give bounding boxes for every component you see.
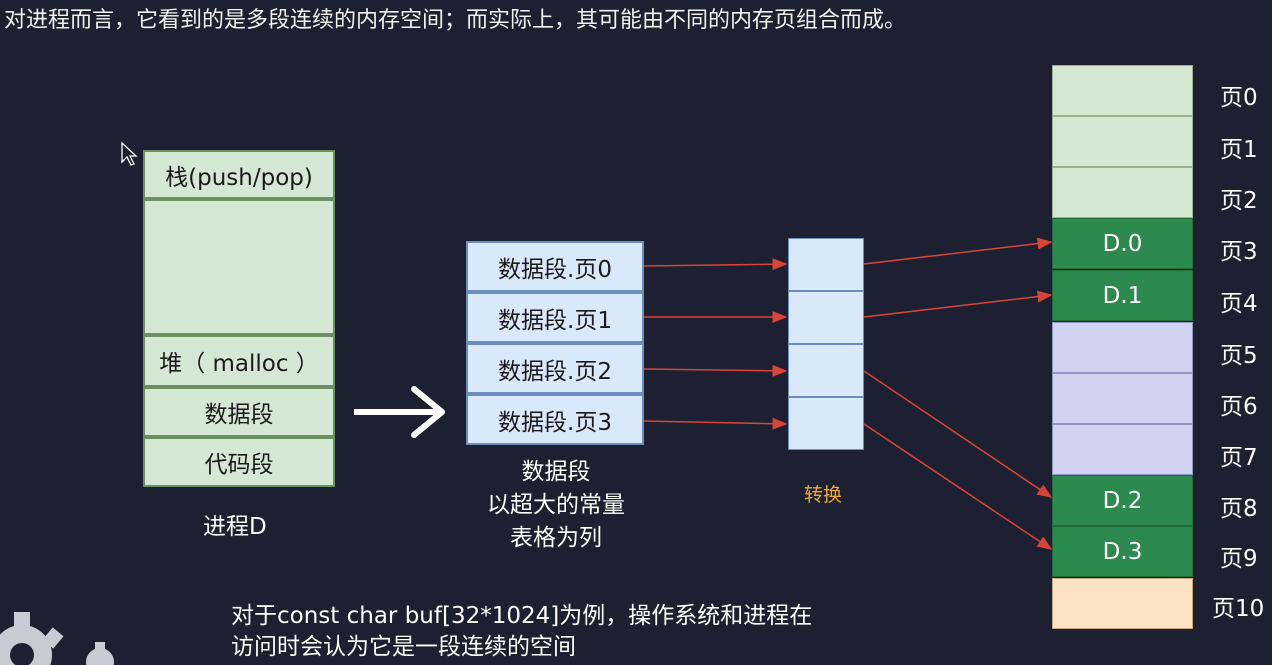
page-label-7: 页7: [1220, 445, 1258, 471]
stack-block: 栈(push/pop): [143, 150, 335, 199]
physical-page-7: [1052, 424, 1193, 475]
physical-page-2: [1052, 167, 1193, 218]
bottom-caption: 对于const char buf[32*1024]为例，操作系统和进程在 访问时…: [231, 601, 812, 663]
page-label-3: 页3: [1220, 239, 1258, 265]
translate-arrow-0: [863, 237, 1053, 265]
physical-page-4: D.1: [1052, 270, 1193, 321]
data-segment-block: 数据段: [143, 387, 335, 437]
physical-page-6: [1052, 373, 1193, 424]
physical-page-8: D.2: [1052, 475, 1193, 526]
page-label-4: 页4: [1220, 291, 1258, 317]
physical-page-1: [1052, 116, 1193, 167]
data-segment-page-3: 数据段.页3: [466, 394, 644, 445]
page-label-0: 页0: [1220, 85, 1258, 111]
process-label: 进程D: [203, 514, 267, 540]
data-segment-caption: 数据段 以超大的常量 表格为列: [466, 456, 646, 555]
translate-arrow-1: [863, 290, 1053, 318]
big-right-arrow-icon: [354, 386, 445, 438]
translate-arrow-3: [863, 423, 1053, 550]
page-label-1: 页1: [1220, 137, 1258, 163]
data-segment-page-2: 数据段.页2: [466, 343, 644, 394]
data-segment-page-1: 数据段.页1: [466, 292, 644, 343]
map-arrow-0: [643, 258, 788, 271]
top-caption: 对进程而言，它看到的是多段连续的内存空间；而实际上，其可能由不同的内存页组合而成…: [4, 8, 907, 33]
page-label-8: 页8: [1220, 496, 1258, 522]
map-arrow-2: [643, 364, 788, 377]
code-segment-block: 代码段: [143, 437, 335, 487]
physical-page-10: [1052, 578, 1193, 629]
data-segment-caption-line: 数据段: [521, 459, 591, 485]
data-segment-caption-line: 表格为列: [510, 525, 602, 551]
map-arrow-3: [643, 417, 788, 430]
conversion-cell: [788, 238, 864, 291]
conversion-cell: [788, 291, 864, 344]
conversion-cell: [788, 397, 864, 450]
page-label-9: 页9: [1220, 546, 1258, 572]
conversion-cell: [788, 344, 864, 397]
physical-page-0: [1052, 65, 1193, 116]
translate-arrow-2: [863, 370, 1053, 498]
bottom-caption-line: 访问时会认为它是一段连续的空间: [231, 634, 576, 660]
free-space-block: [143, 199, 335, 335]
physical-page-3: D.0: [1052, 218, 1193, 269]
page-label-5: 页5: [1220, 343, 1258, 369]
heap-block: 堆（ malloc ）: [143, 335, 335, 387]
data-segment-caption-line: 以超大的常量: [487, 492, 625, 518]
cursor-icon: [121, 141, 138, 166]
data-segment-page-0: 数据段.页0: [466, 241, 644, 292]
page-label-10: 页10: [1212, 596, 1265, 622]
conversion-label: 转换: [804, 484, 843, 506]
bottom-caption-line: 对于const char buf[32*1024]为例，操作系统和进程在: [231, 603, 813, 629]
gear-icon: [0, 612, 114, 665]
page-label-2: 页2: [1220, 188, 1258, 214]
page-label-6: 页6: [1220, 394, 1258, 420]
physical-page-9: D.3: [1052, 526, 1193, 577]
physical-page-5: [1052, 322, 1193, 373]
